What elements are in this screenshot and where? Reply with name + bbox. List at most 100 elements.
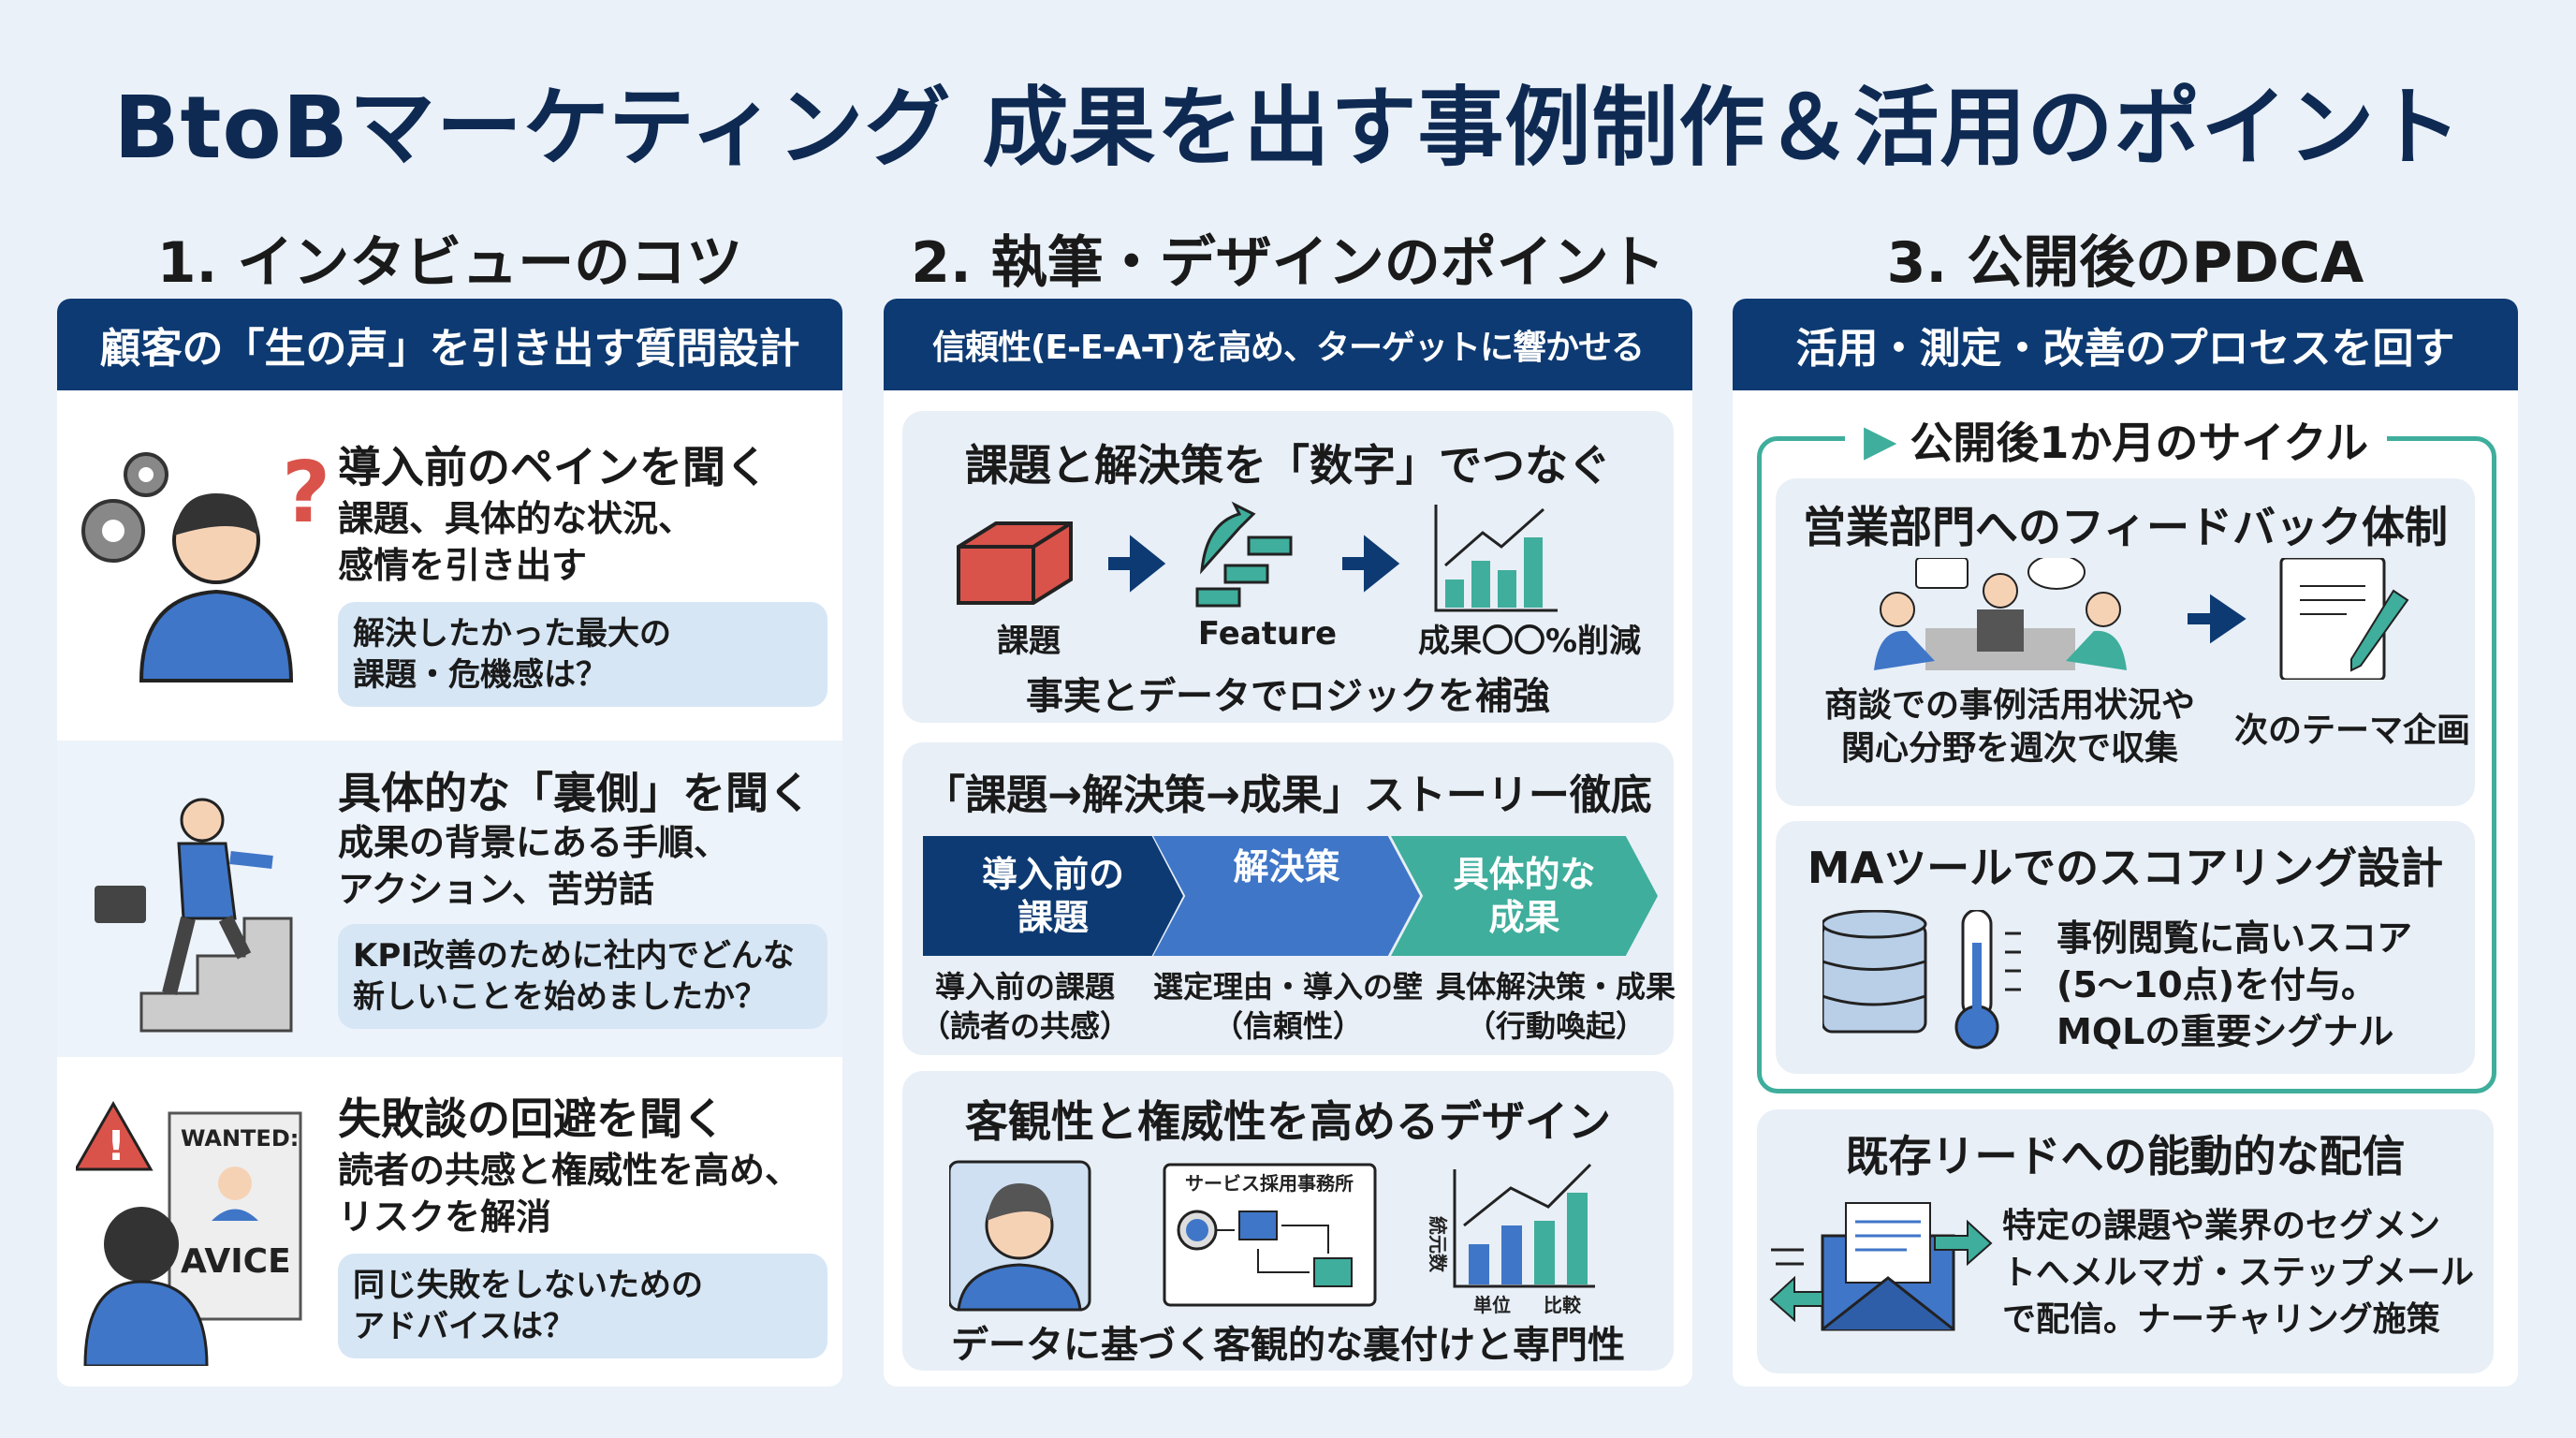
desc-line: トへメルマガ・ステップメール xyxy=(2002,1254,2475,1292)
next-theme-label: 次のテーマ企画 xyxy=(2233,712,2470,750)
feedback-description: 商談での事例活用状況や関心分野を週次で収集 xyxy=(1794,684,2225,770)
story-caption: 選定理由・導入の壁（信頼性） xyxy=(1148,967,1428,1046)
result-label: 成果〇〇%削減 xyxy=(1417,623,1642,660)
scoring-description: 事例閲覧に高いスコア (5〜10点)を付与。 MQLの重要シグナル xyxy=(2056,915,2412,1055)
objectivity-card: 客観性と権威性を高めるデザイン サービス採用事務所 統元数 単位 比較 データに… xyxy=(902,1071,1674,1371)
desc-line: で配信。ナーチャリング施策 xyxy=(2002,1300,2440,1339)
column-3-heading: 3. 公開後のPDCA xyxy=(1886,230,2364,296)
desc-line: 事例閲覧に高いスコア xyxy=(2056,917,2413,959)
caption-line: 選定理由・導入の壁 xyxy=(1152,969,1423,1005)
question-line: 課題・危機感は？ xyxy=(353,656,607,694)
svg-text:?: ? xyxy=(282,444,330,542)
svg-text:!: ! xyxy=(107,1123,125,1170)
question-line: アドバイスは？ xyxy=(353,1308,575,1345)
column-2-banner: 信頼性(E-E-A-T)を高め、ターゲットに響かせる xyxy=(884,299,1692,390)
column-1-heading: 1. インタビューのコツ xyxy=(156,230,743,296)
card-title: 「課題→解決策→成果」ストーリー徹底 xyxy=(924,771,1652,819)
interview-item: ? 導入前のペインを聞く 課題、具体的な状況、 感情を引き出す 解決したかった最… xyxy=(57,390,842,741)
ma-scoring-card: MAツールでのスコアリング設計 事例閲覧に高いスコア (5〜10点)を付与。 MQL… xyxy=(1776,821,2475,1074)
caption-line: 導入前の課題 xyxy=(934,969,1115,1005)
example-question: KPI改善のために社内でどんな新しいことを始めましたか？ xyxy=(338,924,827,1029)
question-line: 解決したかった最大の xyxy=(353,615,671,653)
item-desc-line1: 読者の共感と権威性を高め、 xyxy=(338,1150,801,1191)
chart-xlabel: 単位 xyxy=(1473,1294,1511,1316)
flow-title: サービス採用事務所 xyxy=(1185,1172,1354,1195)
item-title: 具体的な「裏側」を聞く xyxy=(338,768,812,818)
card-title: 既存リードへの能動的な配信 xyxy=(1845,1131,2406,1181)
numbers-card: 課題と解決策を「数字」でつなぐ 課題 Feature 成果〇〇%削減 事実とデー… xyxy=(902,411,1674,723)
item-desc-line2: リスクを解消 xyxy=(338,1196,552,1238)
card-title: 客観性と権威性を高めるデザイン xyxy=(965,1096,1611,1147)
cycle-arrow-icon: ▶ xyxy=(1864,415,1897,465)
comparison-bar-chart-icon: 統元数 単位 比較 xyxy=(1427,1163,1595,1316)
service-flow-diagram: サービス採用事務所 xyxy=(1163,1163,1377,1307)
story-step-result: 具体的な 成果 xyxy=(1391,836,1658,956)
example-question: 解決したかった最大の課題・危機感は？ xyxy=(338,602,827,707)
authority-design-graphic: サービス採用事務所 統元数 単位 比較 xyxy=(949,1160,1595,1316)
thermometer-icon xyxy=(1954,910,2021,1049)
desc-line: 関心分野を週次で収集 xyxy=(1840,729,2178,768)
item-desc-line2: 感情を引き出す xyxy=(338,545,588,586)
database-icon xyxy=(1822,910,1927,1034)
story-step-problem: 導入前の 課題 xyxy=(923,836,1183,956)
example-question: 同じ失敗をしないためのアドバイスは？ xyxy=(338,1254,827,1358)
arrow-icon xyxy=(2188,594,2247,644)
brick-icon xyxy=(957,521,1073,605)
meeting-to-planning-graphic xyxy=(1874,558,2409,680)
desc-line: 特定の課題や業界のセグメン xyxy=(2002,1207,2441,1245)
nurturing-description: 特定の課題や業界のセグメントへメルマガ・ステップメールで配信。ナーチャリング施策 xyxy=(2002,1203,2474,1343)
question-line: 同じ失敗をしないための xyxy=(353,1267,703,1304)
question-line: 新しいことを始めましたか？ xyxy=(353,978,767,1016)
lead-nurturing-card: 既存リードへの能動的な配信 特定の課題や業界のセグメントへメルマガ・ステップメー… xyxy=(1757,1109,2494,1373)
desc-line: MQLの重要シグナル xyxy=(2056,1011,2394,1052)
feature-label: Feature xyxy=(1197,615,1338,653)
desc-line: (5〜10点)を付与。 xyxy=(2056,964,2378,1005)
interview-item: ! WANTED: AVICE 失敗談の回避を聞く 読者の共感と権威性を高め、 … xyxy=(57,1057,842,1387)
caption-line: （読者の共感） xyxy=(919,1008,1130,1044)
item-desc-line1: 課題、具体的な状況、 xyxy=(338,498,695,539)
column-1-banner: 顧客の「生の声」を引き出す質問設計 xyxy=(57,299,842,390)
card-footer: データに基づく客観的な裏付けと専門性 xyxy=(951,1324,1625,1367)
email-distribution-icon xyxy=(1769,1202,1993,1331)
interview-tips-panel: 顧客の「生の声」を引き出す質問設計 ? 導入前のペインを聞く 課題、具体的な状況… xyxy=(57,299,842,1387)
story-caption: 導入前の課題（読者の共感） xyxy=(908,967,1142,1046)
arrow-icon xyxy=(1342,535,1400,593)
card-title: MAツールでのスコアリング設計 xyxy=(1807,843,2444,893)
pdca-panel: 活用・測定・改善のプロセスを回す ▶公開後1か月のサイクル 営業部門へのフィード… xyxy=(1733,299,2518,1387)
thinking-person-icon: ? xyxy=(81,444,330,682)
feature-steps-icon xyxy=(1195,501,1293,608)
expert-portrait-icon xyxy=(949,1160,1091,1312)
question-line: KPI改善のために社内でどんな xyxy=(353,937,795,975)
cycle-label: ▶公開後1か月のサイクル xyxy=(1845,409,2388,471)
caption-line: （信頼性） xyxy=(1212,1008,1363,1044)
story-caption: 具体解決策・成果（行動喚起） xyxy=(1434,967,1677,1046)
warning-poster-icon: ! WANTED: AVICE xyxy=(76,1100,302,1366)
story-step-solution: 解決策 xyxy=(1153,836,1420,956)
problem-solution-result-graphic xyxy=(957,501,1558,612)
growth-chart-icon xyxy=(1434,505,1558,612)
desc-line: 商談での事例活用状況や xyxy=(1823,686,2195,725)
poster-top-text: WANTED: xyxy=(181,1125,299,1152)
writing-design-panel: 信頼性(E-E-A-T)を高め、ターゲットに響かせる 課題と解決策を「数字」でつ… xyxy=(884,299,1692,1387)
chart-ylabel: 統元数 xyxy=(1427,1216,1449,1273)
meeting-icon xyxy=(1874,558,2127,670)
item-desc-line2: アクション、苦労話 xyxy=(338,869,654,910)
interview-item: 具体的な「裏側」を聞く 成果の背景にある手順、 アクション、苦労話 KPI改善の… xyxy=(57,741,842,1057)
notebook-pen-icon xyxy=(2279,558,2409,680)
problem-label: 課題 xyxy=(997,623,1061,660)
arrow-icon xyxy=(1108,535,1166,593)
caption-line: （行動喚起） xyxy=(1465,1008,1646,1044)
caption-line: 具体解決策・成果 xyxy=(1435,969,1676,1005)
column-2-heading: 2. 執筆・デザインのポイント xyxy=(911,230,1665,296)
item-desc-line1: 成果の背景にある手順、 xyxy=(338,822,730,863)
climbing-stairs-icon xyxy=(95,798,293,1033)
card-footer: 事実とデータでロジックを補強 xyxy=(1026,675,1550,718)
item-title: 導入前のペインを聞く xyxy=(338,442,768,492)
sales-feedback-card: 営業部門へのフィードバック体制 商談での事例活用状況や関心分野を週次で収集 次の… xyxy=(1776,478,2475,806)
chart-xlabel: 比較 xyxy=(1544,1294,1582,1316)
database-thermometer-graphic xyxy=(1822,910,2021,1049)
column-3-banner: 活用・測定・改善のプロセスを回す xyxy=(1733,299,2518,390)
story-card: 「課題→解決策→成果」ストーリー徹底 導入前の 課題 解決策 具体的な 成果 導… xyxy=(902,742,1677,1055)
page-title: BtoBマーケティング 成果を出す事例制作＆活用のポイント xyxy=(113,78,2463,178)
card-title: 営業部門へのフィードバック体制 xyxy=(1802,502,2449,552)
